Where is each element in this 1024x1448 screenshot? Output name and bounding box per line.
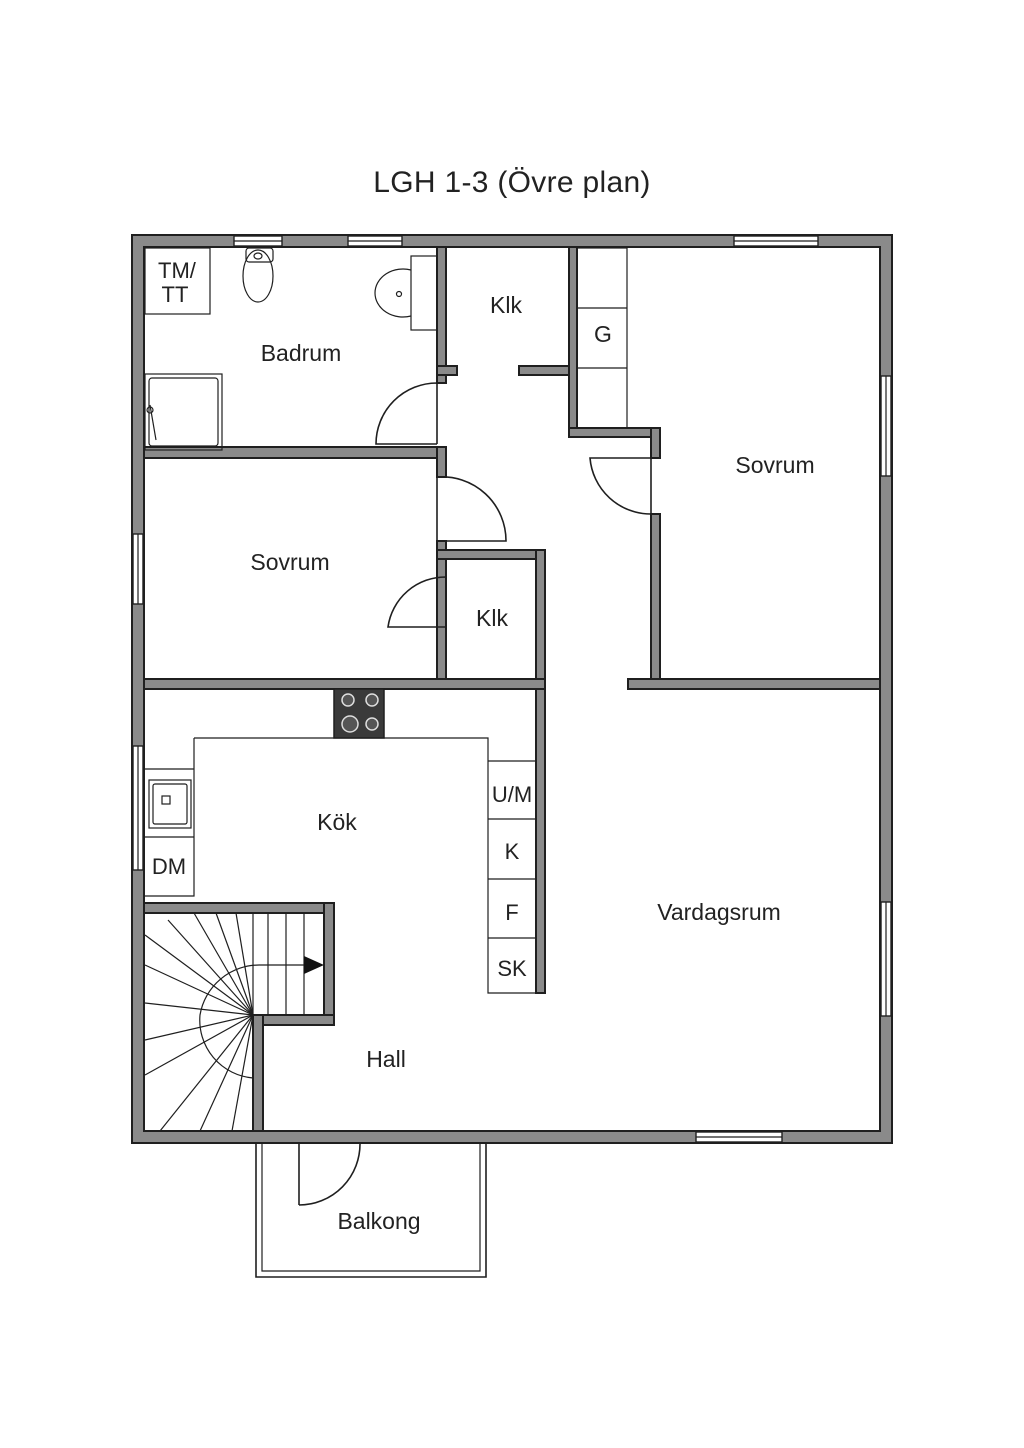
sink-icon bbox=[374, 255, 438, 331]
kitchen-sink-icon bbox=[148, 779, 192, 829]
label-f: F bbox=[505, 900, 518, 925]
shower-icon bbox=[144, 373, 223, 451]
label-g: G bbox=[594, 321, 612, 347]
door-sovrum-left bbox=[436, 476, 507, 542]
room-labels: Badrum TM/ TT Klk G Sovrum Sovrum Klk Kö… bbox=[152, 258, 815, 1234]
door-balkong bbox=[298, 1142, 361, 1206]
label-vardagsrum: Vardagsrum bbox=[657, 899, 781, 925]
outer-walls bbox=[131, 234, 893, 1144]
label-klk-top: Klk bbox=[490, 292, 522, 318]
label-dm: DM bbox=[152, 854, 186, 879]
toilet-icon bbox=[242, 247, 274, 303]
kitchen-fixtures bbox=[144, 688, 536, 994]
label-hall: Hall bbox=[366, 1046, 406, 1072]
door-klk-mid bbox=[387, 576, 447, 628]
label-klk-mid: Klk bbox=[476, 605, 508, 631]
label-k: K bbox=[505, 839, 520, 864]
label-tmtt-2: TT bbox=[162, 282, 189, 307]
page-title: LGH 1-3 (Övre plan) bbox=[373, 166, 651, 199]
staircase bbox=[144, 912, 325, 1132]
stove-icon bbox=[333, 688, 385, 739]
label-um: U/M bbox=[492, 782, 532, 807]
wardrobe-g bbox=[576, 247, 628, 429]
label-tmtt-1: TM/ bbox=[158, 258, 197, 283]
label-sovrum-right: Sovrum bbox=[735, 452, 814, 478]
door-sovrum-right bbox=[589, 457, 652, 515]
washer-dryer-box bbox=[144, 247, 211, 315]
label-sk: SK bbox=[497, 956, 527, 981]
windows bbox=[132, 235, 892, 1143]
label-badrum: Badrum bbox=[261, 340, 342, 366]
door-badrum bbox=[375, 382, 438, 445]
label-balkong: Balkong bbox=[337, 1208, 420, 1234]
label-sovrum-left: Sovrum bbox=[250, 549, 329, 575]
balcony bbox=[255, 1142, 487, 1278]
doors bbox=[298, 382, 652, 1206]
label-kok: Kök bbox=[317, 809, 357, 835]
stair-arrow-icon bbox=[304, 956, 324, 974]
interior-walls bbox=[143, 246, 881, 1132]
bathroom-fixtures bbox=[144, 247, 438, 451]
